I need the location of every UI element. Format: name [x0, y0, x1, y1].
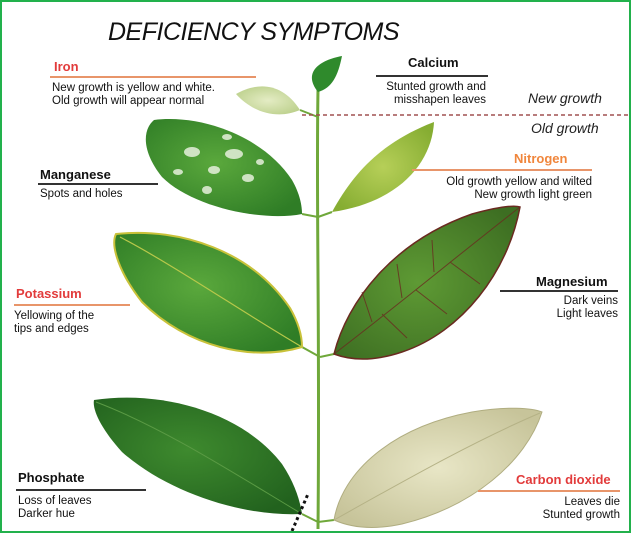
- nitrogen-label: Nitrogen: [514, 151, 567, 166]
- magnesium-label: Magnesium: [536, 274, 608, 289]
- iron-label: Iron: [54, 59, 79, 74]
- nitrogen-description: Old growth yellow and wilted New growth …: [410, 176, 592, 202]
- potassium-rule: [14, 304, 130, 306]
- nitrogen-rule: [412, 169, 592, 171]
- potassium-label: Potassium: [16, 286, 82, 301]
- branch-left-top: [300, 110, 318, 117]
- old-growth-label: Old growth: [531, 120, 599, 136]
- phosphate-label: Phosphate: [18, 470, 84, 485]
- phosphate-leaf: [94, 398, 302, 515]
- calcium-rule: [376, 75, 488, 77]
- branch-carbon: [318, 520, 334, 522]
- carbon-dioxide-label: Carbon dioxide: [516, 472, 611, 487]
- branch-nitrogen: [318, 212, 332, 217]
- phosphate-description: Loss of leaves Darker hue: [18, 495, 92, 521]
- calcium-label: Calcium: [408, 55, 459, 70]
- phosphate-rule: [16, 489, 146, 491]
- potassium-leaf: [114, 233, 302, 353]
- calcium-description: Stunted growth and misshapen leaves: [374, 81, 486, 107]
- branch-magnesium: [320, 354, 334, 357]
- carbon-dioxide-rule: [478, 490, 620, 492]
- carbon-dioxide-description: Leaves die Stunted growth: [478, 496, 620, 522]
- manganese-leaf: [146, 119, 302, 216]
- magnesium-rule: [500, 290, 618, 292]
- manganese-description: Spots and holes: [40, 188, 122, 201]
- main-stem: [317, 90, 318, 529]
- potassium-description: Yellowing of the tips and edges: [14, 310, 94, 336]
- manganese-label: Manganese: [40, 167, 111, 182]
- diagram-title: DEFICIENCY SYMPTOMS: [108, 18, 399, 47]
- iron-rule: [50, 76, 256, 78]
- iron-leaf: [236, 86, 300, 114]
- new-growth-label: New growth: [528, 90, 602, 106]
- branch-manganese: [302, 214, 318, 217]
- iron-description: New growth is yellow and white. Old grow…: [52, 82, 215, 108]
- calcium-leaf: [312, 56, 342, 92]
- branch-phosphate: [302, 514, 318, 522]
- magnesium-description: Dark veins Light leaves: [500, 295, 618, 321]
- manganese-rule: [38, 183, 158, 185]
